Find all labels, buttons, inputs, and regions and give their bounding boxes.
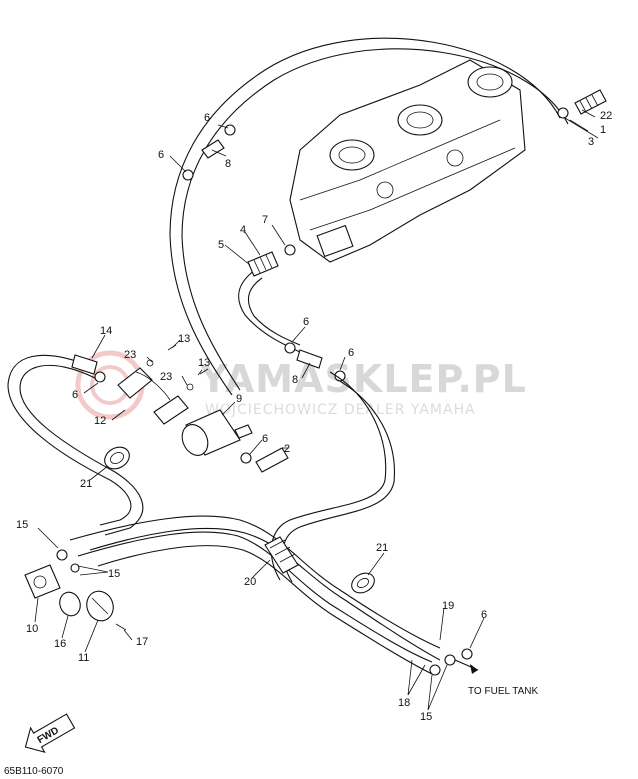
callout-20: 20 — [244, 576, 256, 588]
callout-8-mid: 8 — [292, 374, 298, 386]
callout-12: 12 — [94, 415, 106, 427]
note-to-fuel-tank: TO FUEL TANK — [468, 686, 539, 697]
callout-6-left: 6 — [158, 149, 164, 161]
hose-14 — [71, 354, 98, 375]
callout-17: 17 — [136, 636, 148, 648]
watermark-main: YAMASKLEP.PL — [199, 357, 527, 401]
callout-16: 16 — [54, 638, 66, 650]
fwd-arrow-icon: FWD — [24, 713, 76, 753]
fuel-cock-10 — [24, 549, 80, 599]
callout-3: 3 — [588, 136, 594, 148]
callout-6-right: 6 — [348, 347, 354, 359]
watermark-sub: WOJCIECHOWICZ DEALER YAMAHA — [205, 402, 476, 418]
callout-15-mid: 15 — [108, 568, 120, 580]
callouts: 22 1 3 2 4 5 6 6 8 7 6 6 8 9 6 14 13 23 … — [16, 110, 612, 723]
diagram-code: 65B110-6070 — [4, 766, 64, 777]
callout-15-right: 15 — [420, 711, 432, 723]
callout-21-right: 21 — [376, 542, 388, 554]
callout-18: 18 — [398, 697, 410, 709]
callout-6-lower-right: 6 — [481, 609, 487, 621]
fuel-filter-9 — [181, 409, 253, 456]
callout-4: 4 — [240, 224, 246, 236]
callout-19: 19 — [442, 600, 454, 612]
callout-6-left-lower: 6 — [72, 389, 78, 401]
callout-10: 10 — [26, 623, 38, 635]
throttle-body-assembly — [289, 59, 526, 263]
hose-20 — [264, 536, 299, 574]
callout-6-top: 6 — [204, 112, 210, 124]
callout-9: 9 — [236, 393, 242, 405]
callout-6-filter: 6 — [262, 433, 268, 445]
callout-14: 14 — [100, 325, 112, 337]
hose-22 — [557, 89, 607, 119]
bracket-12 — [117, 344, 209, 425]
fitting-8-upper — [182, 124, 236, 181]
callout-15-left: 15 — [16, 519, 28, 531]
callout-5: 5 — [218, 239, 224, 251]
gasket-16 — [59, 591, 81, 617]
callout-6-mid: 6 — [303, 316, 309, 328]
clamp-7 — [284, 244, 296, 256]
callout-13-top: 13 — [178, 333, 190, 345]
callout-2: 2 — [284, 443, 290, 455]
callout-23-top: 23 — [124, 349, 136, 361]
fitting-8-lower — [284, 342, 346, 382]
callout-13-mid: 13 — [198, 357, 210, 369]
screw-17 — [115, 623, 127, 631]
grommet-21-left — [104, 446, 130, 470]
callout-22: 22 — [600, 110, 612, 122]
callout-23-mid: 23 — [160, 371, 172, 383]
callout-8-top: 8 — [225, 158, 231, 170]
callout-1: 1 — [600, 124, 606, 136]
hose-4 — [247, 251, 279, 277]
watermark: YAMASKLEP.PL WOJCIECHOWICZ DEALER YAMAHA — [75, 350, 527, 420]
callout-11: 11 — [78, 652, 89, 664]
callout-7: 7 — [262, 214, 268, 226]
grommet-21-right — [351, 572, 375, 594]
hose-2 — [255, 447, 289, 473]
callout-21-left: 21 — [80, 478, 92, 490]
